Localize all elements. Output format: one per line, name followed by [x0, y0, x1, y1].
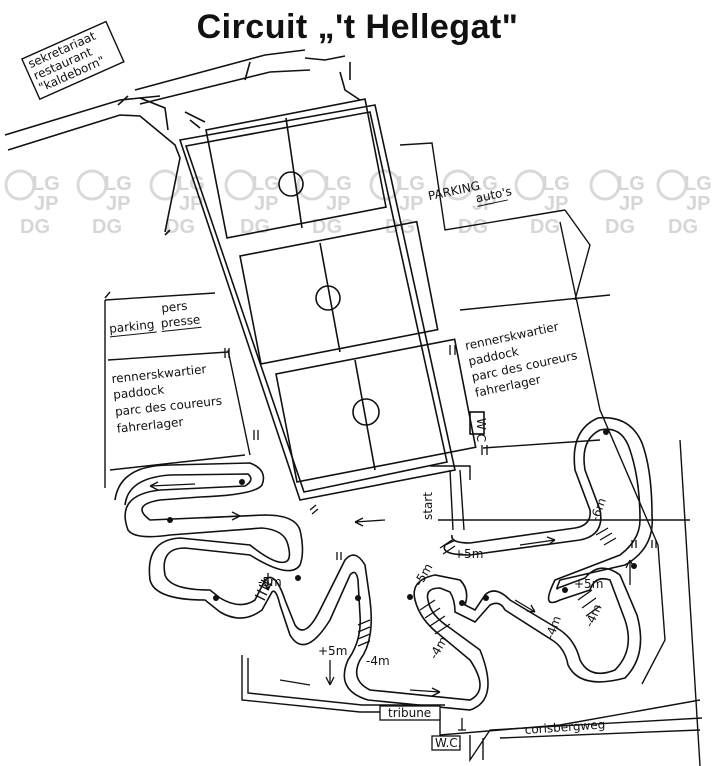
watermark-letters: DG	[385, 216, 415, 238]
race-track	[114, 416, 654, 711]
watermark-letters: LG	[684, 173, 712, 195]
watermark-logos: LG JP DG LG JP DG LG JP DG LG JP DG LG J…	[4, 169, 712, 238]
watermark-letters: LG	[104, 173, 132, 195]
watermark-letters: JP	[106, 193, 130, 215]
watermark-letters: LG	[324, 173, 352, 195]
watermark-letters: JP	[326, 193, 350, 215]
watermark-letters: DG	[312, 216, 342, 238]
elevation-label: -6m	[588, 496, 609, 523]
watermark-letters: DG	[530, 216, 560, 238]
map-title: Circuit „'t Hellegat"	[196, 8, 519, 46]
road-name: corisbergweg	[524, 717, 605, 737]
start-label: start	[421, 492, 435, 520]
direction-arrows	[149, 481, 635, 697]
paddock-right-label: rennerskwartier paddock parc des coureur…	[464, 319, 579, 399]
watermark-letters: LG	[32, 173, 60, 195]
watermark-letters: DG	[668, 216, 698, 238]
elevation-label: -4m	[543, 614, 564, 641]
watermark-letters: DG	[605, 216, 635, 238]
track-markers	[167, 429, 637, 606]
watermark-letters: LG	[397, 173, 425, 195]
gate-marks	[224, 345, 657, 731]
watermark-letters: JP	[34, 193, 58, 215]
watermark-letters: DG	[165, 216, 195, 238]
elevation-label: -5m	[411, 561, 435, 588]
slope-hatching	[254, 527, 617, 647]
watermark-letters: DG	[92, 216, 122, 238]
paddock-label-line: paddock	[113, 383, 165, 402]
press-label-line: parking	[108, 317, 155, 336]
watermark-letters: JP	[399, 193, 423, 215]
watermark-letters: LG	[252, 173, 280, 195]
watermark-letters: JP	[472, 193, 496, 215]
elevation-label: +5m	[574, 577, 603, 591]
tribune-label: tribune	[379, 705, 441, 721]
elevation-label: -4m	[426, 634, 450, 661]
watermark-letters: JP	[179, 193, 203, 215]
paddock-label-line: fahrerlager	[116, 415, 184, 436]
sports-hall-block	[178, 98, 485, 501]
watermark-letters: JP	[544, 193, 568, 215]
watermark-letters: DG	[20, 216, 50, 238]
press-label-line: presse	[160, 312, 201, 330]
wc-bottom-text: W.C.	[435, 736, 462, 750]
paddock-left-label: rennerskwartier paddock parc des coureur…	[111, 362, 223, 436]
watermark-letters: LG	[177, 173, 205, 195]
wc-bottom-label: W.C.	[431, 735, 462, 751]
press-parking-label: pers parking presse	[108, 299, 202, 338]
elevation-label: +5m	[454, 547, 483, 561]
press-label-line: pers	[161, 299, 189, 316]
watermark-letters: LG	[470, 173, 498, 195]
secretariat-label-group: sekretariaat restaurant "kaldeborn"	[20, 20, 125, 101]
watermark-letters: DG	[458, 216, 488, 238]
elevation-label: -4m	[366, 654, 390, 668]
tribune-text: tribune	[388, 706, 431, 720]
watermark-letters: JP	[619, 193, 643, 215]
watermark-letters: DG	[240, 216, 270, 238]
watermark-letters: JP	[254, 193, 278, 215]
watermark-letters: LG	[542, 173, 570, 195]
elevation-label: -5m	[258, 575, 282, 589]
access-roads	[4, 49, 361, 236]
watermark-letters: JP	[686, 193, 710, 215]
watermark-letters: LG	[617, 173, 645, 195]
wc-building-label: W C	[474, 418, 488, 442]
elevation-label: +5m	[318, 644, 347, 658]
